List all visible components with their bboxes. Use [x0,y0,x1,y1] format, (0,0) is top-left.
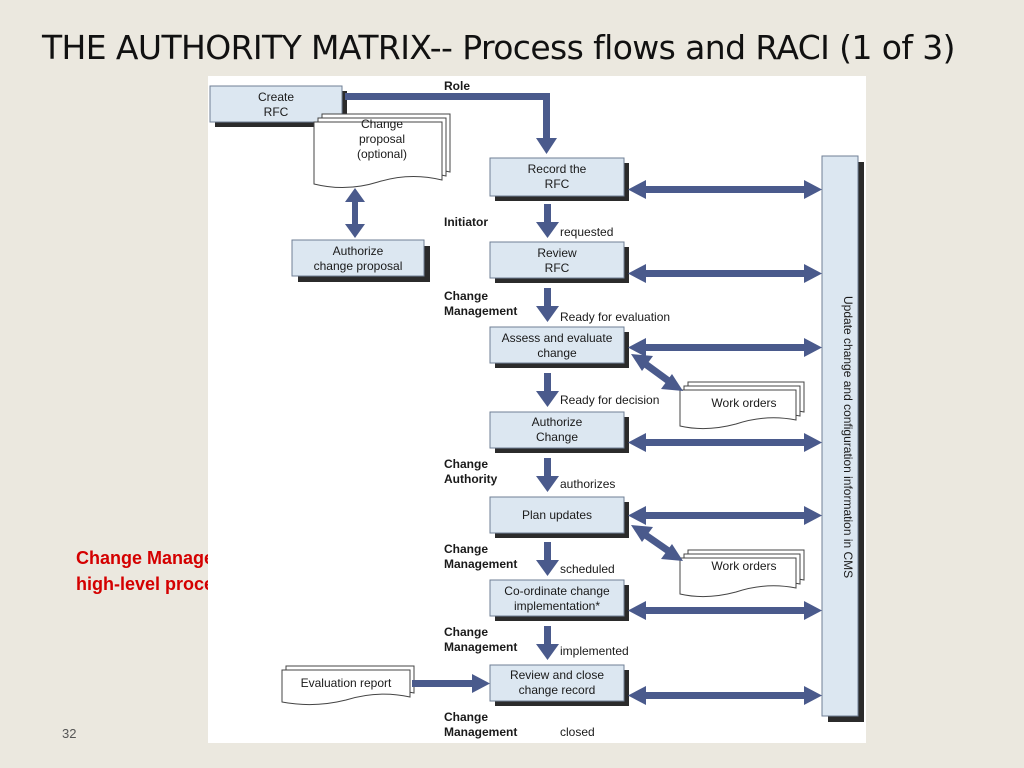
proposal-authorize-arrow [345,188,365,238]
assess-workorders-arrow [631,354,683,391]
change-proposal-line-3: (optional) [357,147,407,161]
step-close-line-1: Review and close [510,668,604,682]
evaluation-report-label: Evaluation report [301,676,392,690]
step-authorize-line-2: Change [536,430,578,444]
step-record-rfc: Record the RFC [489,157,629,201]
step-plan-updates: Plan updates [489,496,629,538]
role-label-initiator: Initiator [444,215,488,229]
step-authorize-line-1: Authorize [532,415,583,429]
create-rfc-line-1: Create [258,90,294,104]
change-proposal-document: Change proposal (optional) [313,113,451,189]
change-proposal-line-2: proposal [359,132,405,146]
plan-workorders-arrow [631,525,683,561]
step-assess-evaluate: Assess and evaluate change [489,326,629,368]
down-arrow-6 [536,626,559,660]
step-plan-line-1: Plan updates [522,508,592,522]
down-arrow-4 [536,458,559,492]
evaluation-to-review-arrow [412,674,490,693]
role-header: Role [444,79,470,93]
role-label-4-line-2: Management [444,557,517,571]
step-record-line-1: Record the [528,162,587,176]
create-rfc-line-2: RFC [264,105,289,119]
step-review-rfc: Review RFC [489,241,629,283]
status-authorizes: authorizes [560,477,615,491]
step-record-line-2: RFC [545,177,570,191]
down-arrow-5 [536,542,559,576]
step-assess-line-1: Assess and evaluate [502,331,613,345]
process-flow-diagram: Update change and configuration informat… [208,76,866,743]
role-label-6-line-2: Management [444,725,517,739]
down-arrow-1 [536,204,559,238]
role-label-6-line-1: Change [444,710,488,724]
work-orders-document-1: Work orders [679,381,805,430]
step-authorize-change: Authorize Change [489,411,629,453]
cms-arrow-6 [628,601,822,620]
step-review-line-1: Review [537,246,577,260]
work-orders-label-2: Work orders [711,559,776,573]
cms-bar-label: Update change and configuration informat… [841,296,855,578]
change-proposal-line-1: Change [361,117,403,131]
status-closed: closed [560,725,595,739]
cms-arrow-7 [628,686,822,705]
authorize-proposal-box: Authorize change proposal [291,239,430,282]
role-label-2-line-2: Management [444,304,517,318]
flow-svg: Update change and configuration informat… [209,79,864,739]
step-assess-line-2: change [537,346,577,360]
cms-arrow-3 [628,338,822,357]
step-coordinate-line-2: implementation* [514,599,600,613]
role-label-4-line-1: Change [444,542,488,556]
step-close-line-2: change record [519,683,596,697]
step-coordinate-line-1: Co-ordinate change [504,584,610,598]
cms-arrow-4 [628,433,822,452]
step-review-line-2: RFC [545,261,570,275]
cms-bar: Update change and configuration informat… [821,155,864,722]
authorize-proposal-line-2: change proposal [314,259,403,273]
status-requested: requested [560,225,613,239]
authorize-proposal-line-1: Authorize [333,244,384,258]
step-review-close: Review and close change record [489,664,629,706]
status-implemented: implemented [560,644,629,658]
role-label-3-line-2: Authority [444,472,498,486]
evaluation-report-document: Evaluation report [281,665,415,706]
status-ready-for-evaluation: Ready for evaluation [560,310,670,324]
cms-arrow-2 [628,264,822,283]
role-label-5-line-1: Change [444,625,488,639]
page-number: 32 [62,726,77,741]
work-orders-label-1: Work orders [711,396,776,410]
role-label-5-line-2: Management [444,640,517,654]
down-arrow-3 [536,373,559,407]
status-ready-for-decision: Ready for decision [560,393,659,407]
role-label-2-line-1: Change [444,289,488,303]
cms-arrow-1 [628,180,822,199]
create-to-record-arrow [345,93,557,154]
down-arrow-2 [536,288,559,322]
work-orders-document-2: Work orders [679,549,805,598]
slide-title: THE AUTHORITY MATRIX-- Process flows and… [42,28,956,67]
role-label-3-line-1: Change [444,457,488,471]
cms-arrow-5 [628,506,822,525]
step-coordinate-implementation: Co-ordinate change implementation* [489,579,629,621]
status-scheduled: scheduled [560,562,615,576]
